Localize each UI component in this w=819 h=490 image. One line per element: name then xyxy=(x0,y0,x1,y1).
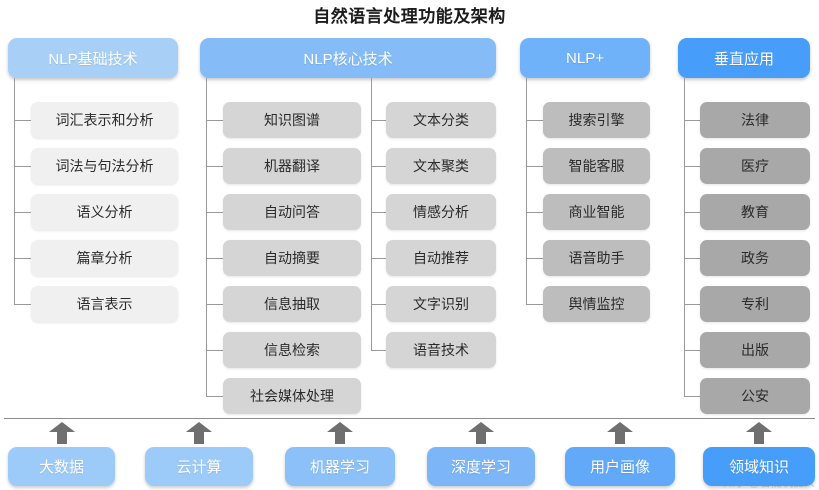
connector-branch-nlp-plus-0-1 xyxy=(526,166,543,167)
connector-branch-nlp-core-0-4 xyxy=(206,304,223,305)
node-nlp-basic-0-1[interactable]: 词法与句法分析 xyxy=(31,148,178,184)
node-nlp-plus-0-1[interactable]: 智能客服 xyxy=(543,148,650,184)
connector-branch-nlp-core-0-2 xyxy=(206,212,223,213)
node-vertical-app-0-4[interactable]: 专利 xyxy=(700,286,810,322)
foundation-item-1[interactable]: 云计算 xyxy=(145,447,253,486)
connector-branch-vertical-app-0-4 xyxy=(684,304,700,305)
node-nlp-core-1-0[interactable]: 文本分类 xyxy=(386,102,496,138)
node-nlp-basic-0-0[interactable]: 词汇表示和分析 xyxy=(31,102,178,138)
connector-branch-nlp-plus-0-2 xyxy=(526,212,543,213)
node-nlp-plus-0-2[interactable]: 商业智能 xyxy=(543,194,650,230)
connector-branch-nlp-core-0-3 xyxy=(206,258,223,259)
page-title: 自然语言处理功能及架构 xyxy=(313,7,506,26)
node-nlp-core-1-2[interactable]: 情感分析 xyxy=(386,194,496,230)
node-vertical-app-0-0[interactable]: 法律 xyxy=(700,102,810,138)
connector-branch-nlp-core-1-1 xyxy=(371,166,386,167)
foundation-item-0[interactable]: 大数据 xyxy=(8,447,115,486)
foundation-arrow-5 xyxy=(746,422,772,444)
node-nlp-basic-0-2[interactable]: 语义分析 xyxy=(31,194,178,230)
connector-branch-nlp-basic-0-1 xyxy=(14,166,31,167)
connector-branch-nlp-basic-0-4 xyxy=(14,304,31,305)
connector-branch-vertical-app-0-1 xyxy=(684,166,700,167)
foundation-item-5[interactable]: 领域知识 xyxy=(703,447,815,486)
node-vertical-app-0-2[interactable]: 教育 xyxy=(700,194,810,230)
connector-branch-nlp-core-1-2 xyxy=(371,212,386,213)
node-nlp-plus-0-3[interactable]: 语音助手 xyxy=(543,240,650,276)
node-nlp-plus-0-0[interactable]: 搜索引擎 xyxy=(543,102,650,138)
column-header-vertical-app[interactable]: 垂直应用 xyxy=(678,38,810,78)
connector-branch-vertical-app-0-5 xyxy=(684,350,700,351)
connector-branch-nlp-core-1-5 xyxy=(371,350,386,351)
connector-branch-nlp-core-0-0 xyxy=(206,120,223,121)
node-nlp-core-1-4[interactable]: 文字识别 xyxy=(386,286,496,322)
connector-trunk-nlp-core-0 xyxy=(206,78,207,396)
connector-branch-vertical-app-0-3 xyxy=(684,258,700,259)
node-nlp-core-0-3[interactable]: 自动摘要 xyxy=(223,240,361,276)
connector-branch-nlp-plus-0-4 xyxy=(526,304,543,305)
connector-branch-vertical-app-0-0 xyxy=(684,120,700,121)
connector-trunk-nlp-core-1 xyxy=(371,78,372,350)
arrow-head-icon xyxy=(468,422,494,432)
node-nlp-core-0-0[interactable]: 知识图谱 xyxy=(223,102,361,138)
connector-branch-vertical-app-0-6 xyxy=(684,396,700,397)
arrow-head-icon xyxy=(48,422,75,432)
node-nlp-core-1-5[interactable]: 语音技术 xyxy=(386,332,496,368)
arrow-head-icon xyxy=(327,422,353,432)
connector-branch-nlp-basic-0-2 xyxy=(14,212,31,213)
connector-branch-nlp-core-1-4 xyxy=(371,304,386,305)
connector-trunk-nlp-basic-0 xyxy=(14,78,15,304)
foundation-item-3[interactable]: 深度学习 xyxy=(427,447,535,486)
column-header-nlp-core[interactable]: NLP核心技术 xyxy=(200,38,496,78)
foundation-arrow-0 xyxy=(48,422,75,444)
arrow-head-icon xyxy=(607,422,633,432)
foundation-arrow-2 xyxy=(327,422,353,444)
arrow-stem xyxy=(335,430,345,444)
connector-branch-nlp-plus-0-0 xyxy=(526,120,543,121)
node-vertical-app-0-5[interactable]: 出版 xyxy=(700,332,810,368)
connector-branch-nlp-core-0-6 xyxy=(206,396,223,397)
connector-trunk-vertical-app-0 xyxy=(684,78,685,396)
foundation-arrow-1 xyxy=(186,422,212,444)
column-header-nlp-basic[interactable]: NLP基础技术 xyxy=(8,38,178,78)
arrow-stem xyxy=(476,430,486,444)
connector-branch-nlp-core-1-3 xyxy=(371,258,386,259)
connector-trunk-nlp-plus-0 xyxy=(526,78,527,304)
arrow-stem xyxy=(194,430,204,444)
arrow-head-icon xyxy=(746,422,772,432)
foundation-arrow-3 xyxy=(468,422,494,444)
connector-branch-nlp-plus-0-3 xyxy=(526,258,543,259)
arrow-stem xyxy=(754,430,764,444)
column-header-nlp-plus[interactable]: NLP+ xyxy=(520,38,650,78)
connector-branch-nlp-basic-0-0 xyxy=(14,120,31,121)
node-nlp-core-0-6[interactable]: 社会媒体处理 xyxy=(223,378,361,414)
connector-branch-nlp-core-0-5 xyxy=(206,350,223,351)
connector-branch-nlp-basic-0-3 xyxy=(14,258,31,259)
foundation-separator xyxy=(4,418,815,419)
node-vertical-app-0-1[interactable]: 医疗 xyxy=(700,148,810,184)
node-nlp-basic-0-4[interactable]: 语言表示 xyxy=(31,286,178,322)
foundation-arrow-4 xyxy=(607,422,633,444)
node-nlp-core-0-1[interactable]: 机器翻译 xyxy=(223,148,361,184)
connector-branch-nlp-core-0-1 xyxy=(206,166,223,167)
node-nlp-basic-0-3[interactable]: 篇章分析 xyxy=(31,240,178,276)
connector-branch-nlp-core-1-0 xyxy=(371,120,386,121)
arrow-head-icon xyxy=(186,422,212,432)
node-vertical-app-0-3[interactable]: 政务 xyxy=(700,240,810,276)
node-nlp-core-0-4[interactable]: 信息抽取 xyxy=(223,286,361,322)
connector-branch-vertical-app-0-2 xyxy=(684,212,700,213)
node-nlp-core-0-2[interactable]: 自动问答 xyxy=(223,194,361,230)
arrow-stem xyxy=(56,430,67,444)
node-nlp-core-0-5[interactable]: 信息检索 xyxy=(223,332,361,368)
foundation-item-2[interactable]: 机器学习 xyxy=(285,447,395,486)
foundation-item-4[interactable]: 用户画像 xyxy=(565,447,675,486)
node-nlp-plus-0-4[interactable]: 舆情监控 xyxy=(543,286,650,322)
node-nlp-core-1-3[interactable]: 自动推荐 xyxy=(386,240,496,276)
node-nlp-core-1-1[interactable]: 文本聚类 xyxy=(386,148,496,184)
node-vertical-app-0-6[interactable]: 公安 xyxy=(700,378,810,414)
arrow-stem xyxy=(615,430,625,444)
